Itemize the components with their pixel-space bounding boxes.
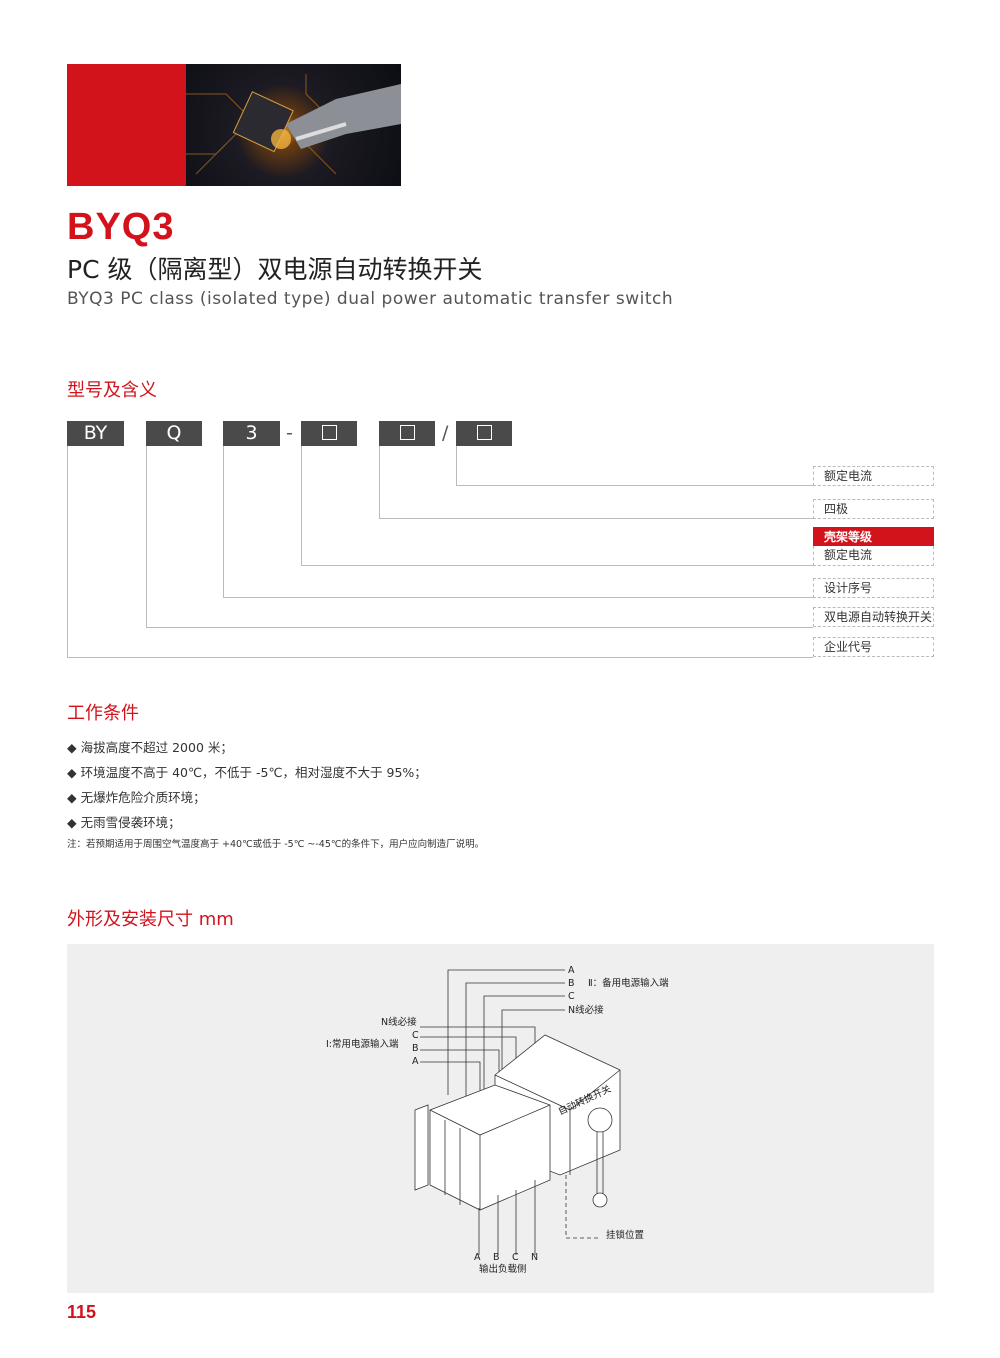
code-text: Q [166,422,182,444]
condition-item: ◆无雨雪侵袭环境； [67,815,181,830]
label-out-c: C [512,1252,519,1263]
placeholder-square-icon [399,424,415,440]
connector-line [301,565,813,566]
model-label-rated-current: 额定电流 [813,466,934,486]
model-label-design-number: 设计序号 [813,578,934,598]
diamond-bullet-icon: ◆ [67,740,77,755]
code-box-3: 3 [223,421,280,446]
product-subtitle-en: BYQ3 PC class (isolated type) dual power… [67,289,674,309]
connector-line [379,518,813,519]
label-output-side: 输出负载侧 [479,1263,527,1275]
condition-item: ◆环境温度不高于 40℃，不低于 -5℃，相对湿度不大于 95%； [67,765,427,780]
connector-line [456,485,813,486]
label-backup-a: A [568,965,575,976]
label-normal-n: N线必接 [381,1016,417,1028]
code-box-frame [301,421,357,446]
model-label-company-code: 企业代号 [813,637,934,657]
connector-line [67,657,813,658]
code-dash: - [286,422,293,444]
code-text: 3 [245,422,258,444]
connector-line [456,446,457,485]
switch-drawing: A B C N线必接 Ⅱ：备用电源输入端 N线必接 C B A Ⅰ:常用电源输入… [326,965,669,1275]
code-slash: / [442,422,449,444]
diamond-bullet-icon: ◆ [67,815,77,830]
connector-line [301,446,302,565]
product-title: BYQ3 [67,206,175,248]
label-lock-position: 挂锁位置 [606,1229,644,1241]
diamond-bullet-icon: ◆ [67,765,77,780]
model-label-product-type: 双电源自动转换开关 [813,607,934,627]
connector-line [223,597,813,598]
hero-robot-chip-image [186,64,401,186]
connector-line [146,446,147,627]
diamond-bullet-icon: ◆ [67,790,77,805]
label-backup-c: C [568,991,575,1002]
label-normal-b: B [412,1043,419,1054]
code-box-by: BY [67,421,124,446]
label-out-b: B [493,1252,500,1263]
code-box-current [456,421,512,446]
label-normal-input: Ⅰ:常用电源输入端 [326,1038,399,1050]
connector-line [146,627,813,628]
label-backup-n: N线必接 [568,1004,604,1016]
hero-red-block [67,64,186,186]
model-label-frame-class: 壳架等级 [813,527,934,546]
model-label-frame-current: 额定电流 [813,546,934,566]
label-normal-a: A [412,1056,419,1067]
connector-line [67,446,68,657]
section-heading-model: 型号及含义 [67,380,157,401]
product-subtitle-cn: PC 级（隔离型）双电源自动转换开关 [67,255,483,284]
model-label-four-pole: 四极 [813,499,934,519]
section-heading-conditions: 工作条件 [67,703,139,724]
dimension-diagram: A B C N线必接 Ⅱ：备用电源输入端 N线必接 C B A Ⅰ:常用电源输入… [67,944,934,1293]
code-box-poles [379,421,435,446]
section-heading-dimensions: 外形及安装尺寸 mm [67,909,234,930]
label-out-n: N [531,1252,538,1263]
label-out-a: A [474,1252,481,1263]
page-number: 115 [67,1302,97,1322]
condition-item: ◆无爆炸危险介质环境； [67,790,206,805]
condition-item: ◆海拔高度不超过 2000 米； [67,740,233,755]
connector-line [223,446,224,597]
connector-line [379,446,380,518]
label-normal-c: C [412,1030,419,1041]
placeholder-square-icon [321,424,337,440]
circuit-illustration [186,74,401,175]
conditions-note: 注：若预期适用于周围空气温度高于 +40℃或低于 -5℃ ~-45℃的条件下，用… [67,839,485,850]
placeholder-square-icon [476,424,492,440]
label-backup-input: Ⅱ：备用电源输入端 [588,977,669,989]
code-box-q: Q [146,421,202,446]
code-text: BY [83,422,108,444]
label-backup-b: B [568,978,575,989]
